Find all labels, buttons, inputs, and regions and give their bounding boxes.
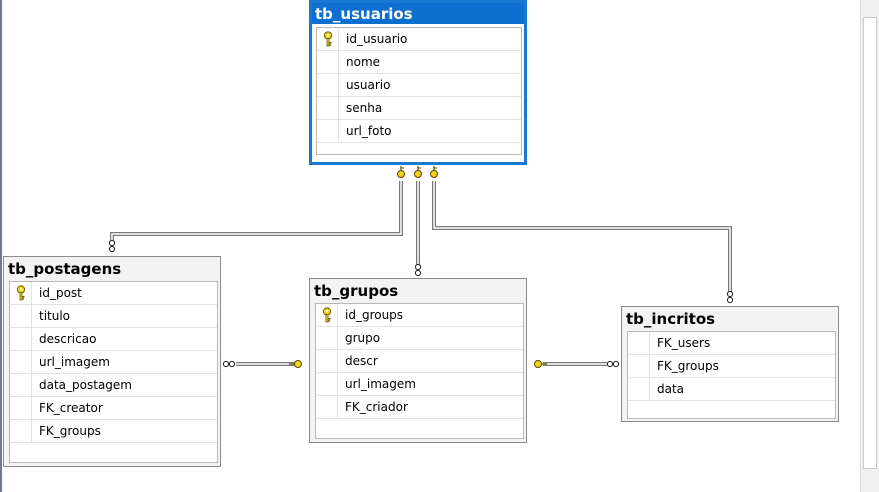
column-name: id_post (39, 286, 82, 300)
column-row[interactable]: titulo (10, 305, 217, 328)
column-row[interactable]: FK_users (628, 332, 835, 355)
column-row[interactable]: FK_groups (10, 420, 217, 443)
row-selector[interactable] (317, 120, 339, 142)
column-name: id_usuario (346, 32, 408, 46)
row-selector[interactable] (10, 374, 32, 396)
column-row[interactable]: url_imagem (316, 373, 523, 396)
row-selector[interactable] (628, 378, 650, 400)
column-name: usuario (346, 78, 391, 92)
column-row[interactable]: id_post (10, 282, 217, 305)
column-name: nome (346, 55, 381, 69)
row-selector[interactable] (10, 351, 32, 373)
column-row[interactable]: FK_criador (316, 396, 523, 419)
primary-key-icon (322, 31, 334, 47)
relationship-key-icon (430, 166, 438, 178)
row-selector[interactable] (10, 305, 32, 327)
new-column-row[interactable] (628, 401, 835, 424)
column-row[interactable]: data_postagem (10, 374, 217, 397)
column-name: url_imagem (345, 377, 416, 391)
column-row[interactable]: senha (317, 97, 521, 120)
relationship-key-icon (289, 360, 302, 368)
row-selector[interactable] (317, 74, 339, 96)
new-column-row[interactable] (316, 419, 523, 442)
column-row[interactable]: data (628, 378, 835, 401)
column-row[interactable]: id_usuario (317, 28, 521, 51)
column-name: FK_creator (39, 401, 103, 415)
row-selector[interactable] (628, 332, 650, 354)
row-selector[interactable] (628, 355, 650, 377)
new-column-row[interactable] (317, 143, 521, 166)
column-row[interactable]: url_imagem (10, 351, 217, 374)
relationship-key-icon (534, 360, 547, 368)
row-selector[interactable] (316, 327, 338, 349)
column-name: titulo (39, 309, 71, 323)
table-title[interactable]: tb_usuarios (312, 3, 524, 24)
link-usuarios-incritos (432, 181, 732, 292)
relationship-infinity-icon (726, 290, 734, 304)
relationship-key-icon (414, 166, 422, 178)
column-row[interactable]: grupo (316, 327, 523, 350)
column-name: FK_groups (657, 359, 719, 373)
new-column-row[interactable] (10, 443, 217, 466)
relationship-infinity-icon (414, 263, 422, 277)
column-name: FK_users (657, 336, 711, 350)
column-name: grupo (345, 331, 381, 345)
row-selector[interactable] (317, 28, 339, 50)
primary-key-icon (15, 285, 27, 301)
column-name: url_imagem (39, 355, 110, 369)
row-selector[interactable] (316, 373, 338, 395)
column-row[interactable]: id_groups (316, 304, 523, 327)
link-usuarios-postagens (110, 181, 403, 242)
scrollbar-thumb[interactable] (863, 17, 877, 469)
table-title[interactable]: tb_incritos (626, 310, 716, 328)
column-name: FK_criador (345, 400, 408, 414)
column-name: FK_groups (39, 424, 101, 438)
row-selector[interactable] (10, 420, 32, 442)
column-name: id_groups (345, 308, 404, 322)
row-selector[interactable] (317, 97, 339, 119)
column-name: data (657, 382, 685, 396)
canvas-left-edge (0, 0, 2, 492)
column-name: descr (345, 354, 378, 368)
relationship-key-icon (397, 166, 405, 178)
column-name: data_postagem (39, 378, 132, 392)
column-name: senha (346, 101, 383, 115)
relationship-infinity-icon (108, 239, 116, 253)
column-row[interactable]: url_foto (317, 120, 521, 143)
column-name: url_foto (346, 124, 392, 138)
column-row[interactable]: descricao (10, 328, 217, 351)
column-row[interactable]: FK_groups (628, 355, 835, 378)
row-selector[interactable] (316, 396, 338, 418)
row-selector[interactable] (10, 328, 32, 350)
column-row[interactable]: descr (316, 350, 523, 373)
vertical-scrollbar[interactable] (860, 0, 879, 492)
table-title[interactable]: tb_grupos (314, 282, 399, 300)
row-selector[interactable] (10, 282, 32, 304)
table-title[interactable]: tb_postagens (8, 260, 122, 278)
column-name: descricao (39, 332, 97, 346)
relationship-infinity-icon (606, 360, 620, 368)
row-selector[interactable] (316, 350, 338, 372)
column-row[interactable]: nome (317, 51, 521, 74)
column-row[interactable]: usuario (317, 74, 521, 97)
row-selector[interactable] (10, 397, 32, 419)
relationship-infinity-icon (222, 360, 236, 368)
primary-key-icon (321, 307, 333, 323)
row-selector[interactable] (316, 304, 338, 326)
row-selector[interactable] (317, 51, 339, 73)
column-row[interactable]: FK_creator (10, 397, 217, 420)
